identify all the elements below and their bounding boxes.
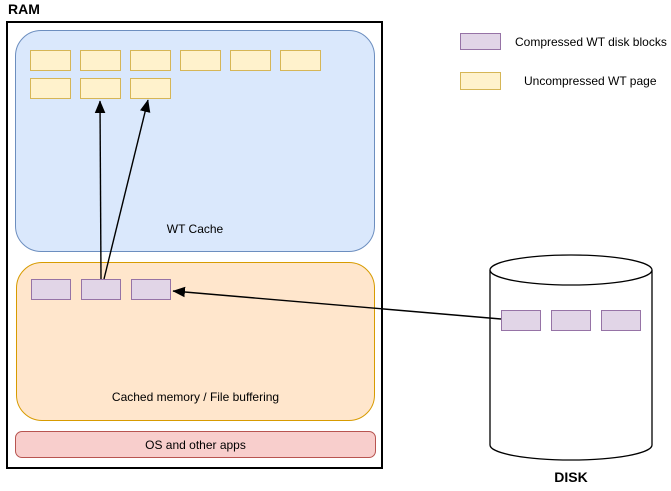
compressed-disk-block	[501, 310, 541, 331]
legend-label-uncompressed-page: Uncompressed WT page	[524, 74, 657, 88]
cached-memory-block-row	[31, 279, 171, 300]
compressed-disk-block	[551, 310, 591, 331]
uncompressed-wt-page	[230, 50, 271, 71]
uncompressed-wt-page	[130, 50, 171, 71]
compressed-disk-block	[81, 279, 121, 300]
disk-label: DISK	[554, 469, 588, 485]
uncompressed-wt-page	[130, 78, 171, 99]
wt-cache-label: WT Cache	[166, 222, 224, 236]
compressed-disk-block	[131, 279, 171, 300]
legend-label-compressed-block: Compressed WT disk blocks	[515, 35, 667, 49]
wt-cache-page-row-2	[30, 78, 171, 99]
legend-swatch-uncompressed-page	[460, 72, 501, 90]
ram-label: RAM	[8, 1, 40, 17]
uncompressed-wt-page	[280, 50, 321, 71]
cached-memory-label: Cached memory / File buffering	[111, 390, 280, 404]
uncompressed-wt-page	[180, 50, 221, 71]
disk-block-row	[501, 310, 641, 331]
os-label: OS and other apps	[145, 437, 246, 452]
uncompressed-wt-page	[30, 50, 71, 71]
uncompressed-wt-page	[80, 78, 121, 99]
wt-cache-page-row-1	[30, 50, 321, 71]
legend-swatch-compressed-block	[460, 33, 501, 50]
uncompressed-wt-page	[80, 50, 121, 71]
os-box: OS and other apps	[15, 431, 376, 458]
compressed-disk-block	[601, 310, 641, 331]
uncompressed-wt-page	[30, 78, 71, 99]
cached-memory-box	[16, 262, 375, 421]
compressed-disk-block	[31, 279, 71, 300]
